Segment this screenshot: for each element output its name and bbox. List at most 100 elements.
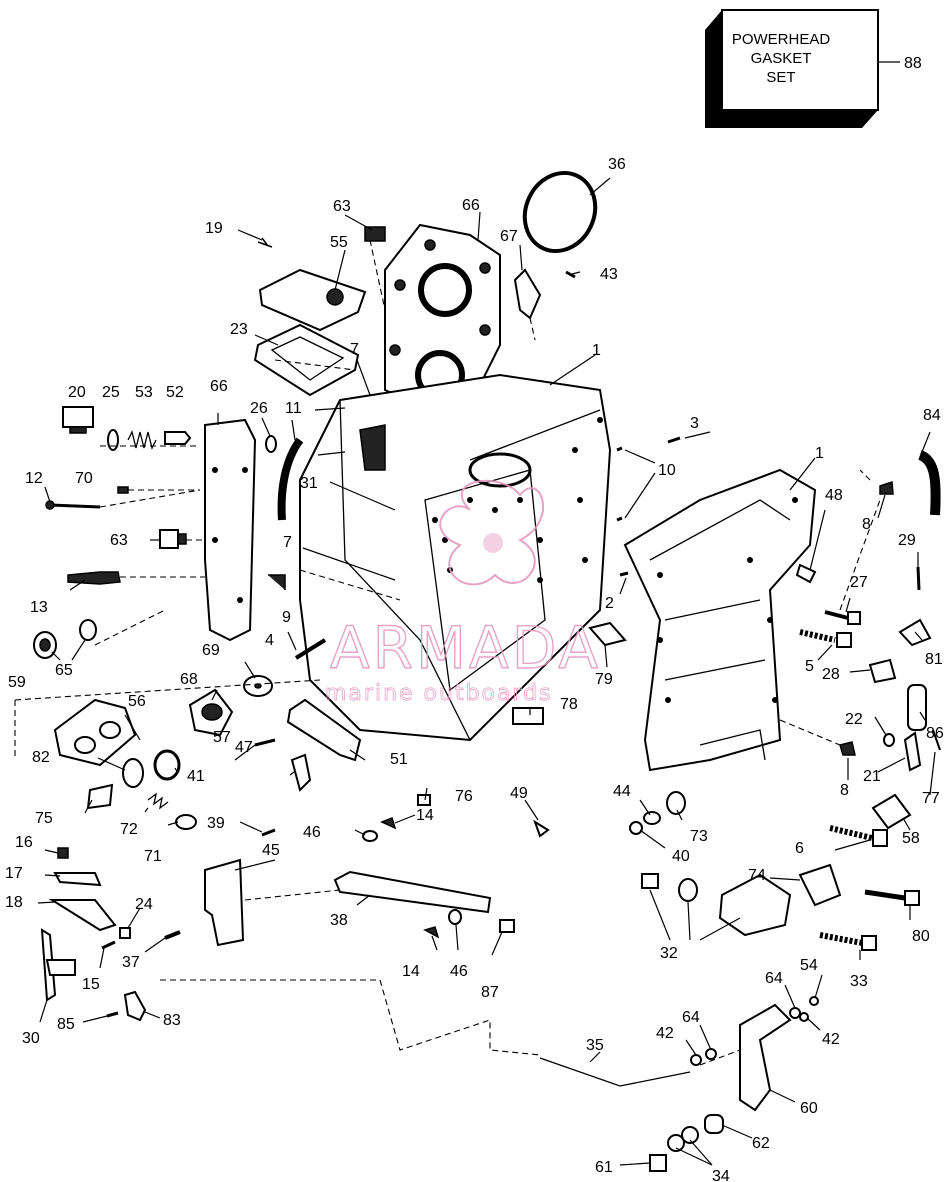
callout-41: 41 xyxy=(187,768,205,785)
exhaust-cover-part xyxy=(204,418,257,642)
callout-46-bottom: 46 xyxy=(450,963,468,980)
callout-52: 52 xyxy=(166,384,184,401)
callout-39: 39 xyxy=(207,815,225,832)
callout-27: 27 xyxy=(850,574,868,591)
callout-57: 57 xyxy=(213,729,231,746)
callout-33: 33 xyxy=(850,973,868,990)
callout-28: 28 xyxy=(822,666,840,683)
callout-20: 20 xyxy=(68,384,86,401)
callout-71: 71 xyxy=(144,848,162,865)
callout-35: 35 xyxy=(586,1037,604,1054)
callout-85: 85 xyxy=(57,1016,75,1033)
callout-14-bottom: 14 xyxy=(402,963,420,980)
callout-8-top: 8 xyxy=(862,516,871,533)
callout-5: 5 xyxy=(805,658,814,675)
callout-1-crankcase: 1 xyxy=(815,445,824,462)
callout-31: 31 xyxy=(300,475,318,492)
powerhead-gasket-set-box: POWERHEAD GASKET SET 88 xyxy=(705,9,922,128)
callout-77: 77 xyxy=(922,790,940,807)
callout-16: 16 xyxy=(15,834,33,851)
callout-70: 70 xyxy=(75,470,93,487)
callout-labels: 36 63 66 19 55 67 43 23 7 1 20 25 53 52 … xyxy=(5,156,944,1182)
callout-53: 53 xyxy=(135,384,153,401)
callout-42-right: 42 xyxy=(822,1031,840,1048)
callout-54: 54 xyxy=(800,957,818,974)
callout-87: 87 xyxy=(481,984,499,1001)
callout-79: 79 xyxy=(595,671,613,688)
callout-22: 22 xyxy=(845,711,863,728)
callout-15: 15 xyxy=(82,976,100,993)
gasket-box-number: 88 xyxy=(904,55,922,72)
gasket-box-line2: GASKET xyxy=(751,50,812,67)
callout-83: 83 xyxy=(163,1012,181,1029)
callout-24: 24 xyxy=(135,896,153,913)
callout-78: 78 xyxy=(560,696,578,713)
callout-2: 2 xyxy=(605,595,614,612)
cover-plate-part xyxy=(258,268,367,332)
callout-67: 67 xyxy=(500,228,518,245)
callout-46-top: 46 xyxy=(303,824,321,841)
callout-13: 13 xyxy=(30,599,48,616)
callout-18: 18 xyxy=(5,894,23,911)
watermark-tagline: marine outboards xyxy=(325,681,553,706)
callout-1-block: 1 xyxy=(592,342,601,359)
assembly-lines xyxy=(14,239,881,1066)
callout-63-left: 63 xyxy=(110,532,128,549)
callout-34: 34 xyxy=(712,1168,730,1182)
callout-25: 25 xyxy=(102,384,120,401)
gasket-box-line1: POWERHEAD xyxy=(732,31,831,48)
callout-44: 44 xyxy=(613,783,631,800)
callout-47: 47 xyxy=(235,739,253,756)
callout-11: 11 xyxy=(285,400,302,417)
callout-17: 17 xyxy=(5,865,23,882)
gasket-box-line3: SET xyxy=(766,69,795,86)
callout-42-left: 42 xyxy=(656,1025,674,1042)
callout-76: 76 xyxy=(455,788,473,805)
callout-60: 60 xyxy=(800,1100,818,1117)
callout-10: 10 xyxy=(658,462,676,479)
callout-84: 84 xyxy=(923,407,941,424)
cover-gasket-part xyxy=(253,323,360,397)
callout-4: 4 xyxy=(265,632,274,649)
callout-64-right: 64 xyxy=(765,970,783,987)
leader-lines xyxy=(37,177,936,1166)
callout-86: 86 xyxy=(926,725,944,742)
callout-9: 9 xyxy=(282,609,291,626)
callout-63-top: 63 xyxy=(333,198,351,215)
callout-49: 49 xyxy=(510,785,528,802)
callout-7-mid: 7 xyxy=(283,534,292,551)
callout-68: 68 xyxy=(180,671,198,688)
callout-65: 65 xyxy=(55,662,73,679)
callout-62: 62 xyxy=(752,1135,770,1152)
callout-55: 55 xyxy=(330,234,348,251)
callout-45: 45 xyxy=(262,842,280,859)
callout-40: 40 xyxy=(672,848,690,865)
callout-64-left: 64 xyxy=(682,1009,700,1026)
callout-3: 3 xyxy=(690,415,699,432)
callout-73: 73 xyxy=(690,828,708,845)
callout-80: 80 xyxy=(912,928,930,945)
crankcase-half-part xyxy=(623,468,817,772)
callout-51: 51 xyxy=(390,751,408,768)
callout-58: 58 xyxy=(902,830,920,847)
callout-74: 74 xyxy=(748,867,766,884)
callout-23: 23 xyxy=(230,321,248,338)
callout-43: 43 xyxy=(600,266,618,283)
callout-61: 61 xyxy=(595,1159,613,1176)
callout-66-head: 66 xyxy=(462,197,480,214)
callout-37: 37 xyxy=(122,954,140,971)
callout-8-bottom: 8 xyxy=(840,782,849,799)
callout-69: 69 xyxy=(202,642,220,659)
watermark: ARMADA marine outboards xyxy=(325,479,599,706)
callout-7-top: 7 xyxy=(350,341,359,358)
callout-59: 59 xyxy=(8,674,26,691)
callout-82: 82 xyxy=(32,749,50,766)
callout-36: 36 xyxy=(608,156,626,173)
callout-72: 72 xyxy=(120,821,138,838)
callout-75: 75 xyxy=(35,810,53,827)
callout-21: 21 xyxy=(863,768,881,785)
callout-19: 19 xyxy=(205,220,223,237)
o-ring-part xyxy=(522,171,598,253)
small-parts xyxy=(33,226,941,1172)
